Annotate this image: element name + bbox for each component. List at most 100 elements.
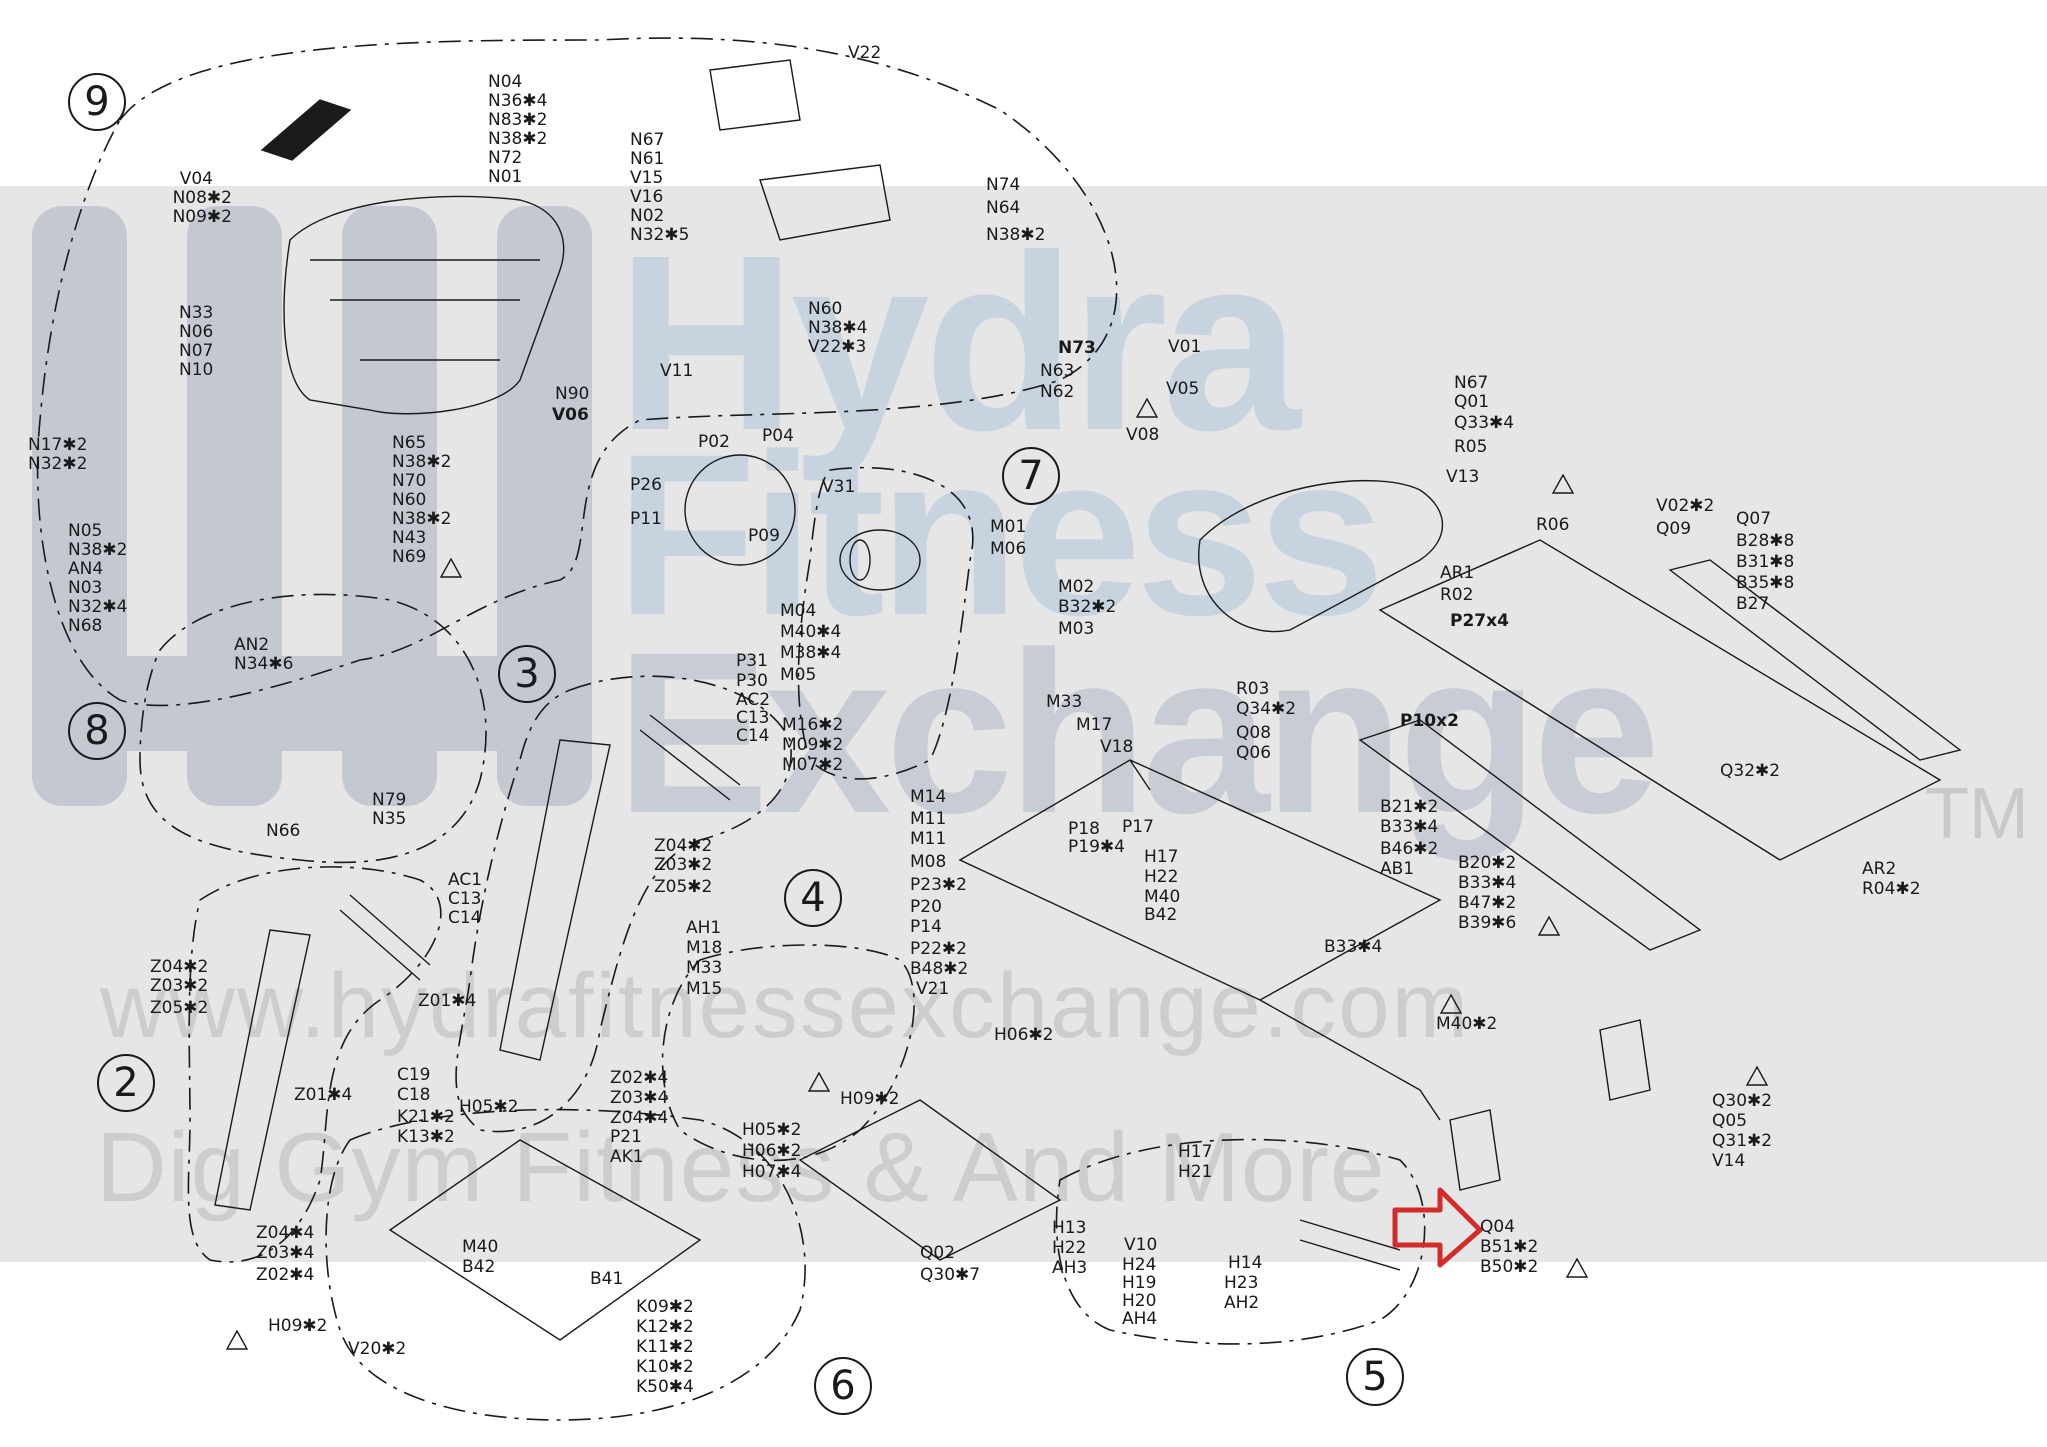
callout: Z05✱2 (150, 998, 209, 1018)
callout: P04 (762, 426, 794, 446)
callout: N90 (555, 384, 590, 404)
endcap-right (1599, 1019, 1651, 1101)
base-frame-shape (388, 1139, 702, 1341)
callout: Z01✱4 (294, 1085, 353, 1105)
callout: C19 (397, 1065, 431, 1085)
watermark-word-exchange: Exchange (616, 604, 1661, 861)
console-panel-shape (759, 164, 891, 241)
callout: R03 (1236, 679, 1270, 699)
callout: H05✱2 (742, 1120, 802, 1140)
warning-triangle-icon (1552, 474, 1574, 494)
side-rail-right (1668, 559, 1962, 761)
section-6-badge: 6 (814, 1357, 872, 1415)
callout: Z02✱4 (256, 1265, 315, 1285)
callout: K13✱2 (397, 1127, 455, 1147)
callout: N62 (1040, 382, 1075, 402)
callout: H09✱2 (268, 1316, 328, 1336)
section-8-outline (139, 593, 487, 864)
watermark-word-fitness: Fitness (616, 406, 1385, 663)
callout: N65 (392, 433, 427, 453)
callout: N38✱4 (808, 318, 868, 338)
left-upright-shape (214, 929, 311, 1211)
callout: H09✱2 (840, 1089, 900, 1109)
callout: H06✱2 (994, 1025, 1054, 1045)
callout: V10 (1124, 1235, 1158, 1255)
callout: AK1 (610, 1147, 644, 1167)
section-2-badge: 2 (97, 1054, 155, 1112)
callout: K50✱4 (636, 1377, 694, 1397)
callout: N08✱2 (172, 188, 232, 208)
callout: V20✱2 (348, 1339, 407, 1359)
callout: Z03✱4 (256, 1243, 315, 1263)
callout: N60 (808, 299, 843, 319)
callout: M38✱4 (780, 643, 842, 663)
motor-tray-shape (798, 1099, 1062, 1261)
callout: H20 (1122, 1291, 1157, 1311)
callout: N38✱2 (392, 509, 452, 529)
section-7-badge: 7 (1002, 447, 1060, 505)
callout: V02✱2 (1656, 496, 1715, 516)
callout: P14 (910, 917, 942, 937)
callout: N33 (179, 303, 214, 323)
callout: M18 (686, 938, 723, 958)
callout: P31 (736, 651, 768, 671)
callout: N60 (392, 490, 427, 510)
callout: B51✱2 (1480, 1237, 1539, 1257)
section-7-outline (797, 466, 974, 780)
console-hood-shape (283, 195, 565, 415)
callout: Q33✱4 (1454, 413, 1515, 433)
callout: V04 (179, 169, 213, 189)
section-8-badge: 8 (68, 702, 126, 760)
callout: N09✱2 (172, 207, 232, 227)
callout: AN4 (68, 559, 104, 579)
callout: H05✱2 (459, 1097, 519, 1117)
warning-triangle-icon (1746, 1066, 1768, 1086)
section-2-outline (187, 866, 442, 1263)
callout: Q30✱7 (920, 1265, 981, 1285)
callout: AR2 (1862, 859, 1897, 879)
callout: M11 (910, 809, 947, 829)
callout: AH2 (1224, 1293, 1260, 1313)
callout: M01 (990, 517, 1027, 537)
callout: P21 (610, 1127, 642, 1147)
callout: M17 (1076, 715, 1113, 735)
callout: AR1 (1440, 563, 1475, 583)
callout: Q01 (1454, 392, 1490, 412)
callout: N32✱4 (68, 597, 128, 617)
callout: P02 (698, 432, 730, 452)
callout: M33 (686, 958, 723, 978)
callout: B33✱4 (1380, 817, 1439, 837)
callout: P10x2 (1400, 711, 1459, 731)
callout: B35✱8 (1736, 573, 1795, 593)
callout: AH4 (1122, 1309, 1158, 1329)
callout: Q32✱2 (1720, 761, 1781, 781)
callout: P09 (748, 526, 780, 546)
callout: N36✱4 (488, 91, 548, 111)
callout: V05 (1166, 379, 1200, 399)
callout: B47✱2 (1458, 893, 1517, 913)
callout: R05 (1454, 437, 1488, 457)
callout: V16 (630, 187, 664, 207)
callout: Z03✱2 (654, 855, 713, 875)
callout: B39✱6 (1458, 913, 1517, 933)
callout: M11 (910, 829, 947, 849)
warning-triangle-icon (808, 1072, 830, 1092)
callout: Q30✱2 (1712, 1091, 1773, 1111)
callout: Q04 (1480, 1217, 1516, 1237)
warning-triangle-icon (226, 1330, 248, 1350)
main-frame-shape (958, 759, 1442, 1001)
callout: H24 (1122, 1255, 1157, 1275)
callout: Z03✱4 (610, 1088, 669, 1108)
callout: K10✱2 (636, 1357, 694, 1377)
callout: V31 (822, 477, 856, 497)
callout: H22 (1052, 1238, 1087, 1258)
callout: P18 (1068, 819, 1100, 839)
callout: K09✱2 (636, 1297, 694, 1317)
callout: M07✱2 (782, 755, 844, 775)
callout: N38✱2 (68, 540, 128, 560)
callout: B41 (590, 1269, 624, 1289)
callout: N34✱6 (234, 654, 294, 674)
callout: AB1 (1380, 859, 1415, 879)
callout: V15 (630, 168, 664, 188)
side-rail-left (1358, 719, 1702, 951)
